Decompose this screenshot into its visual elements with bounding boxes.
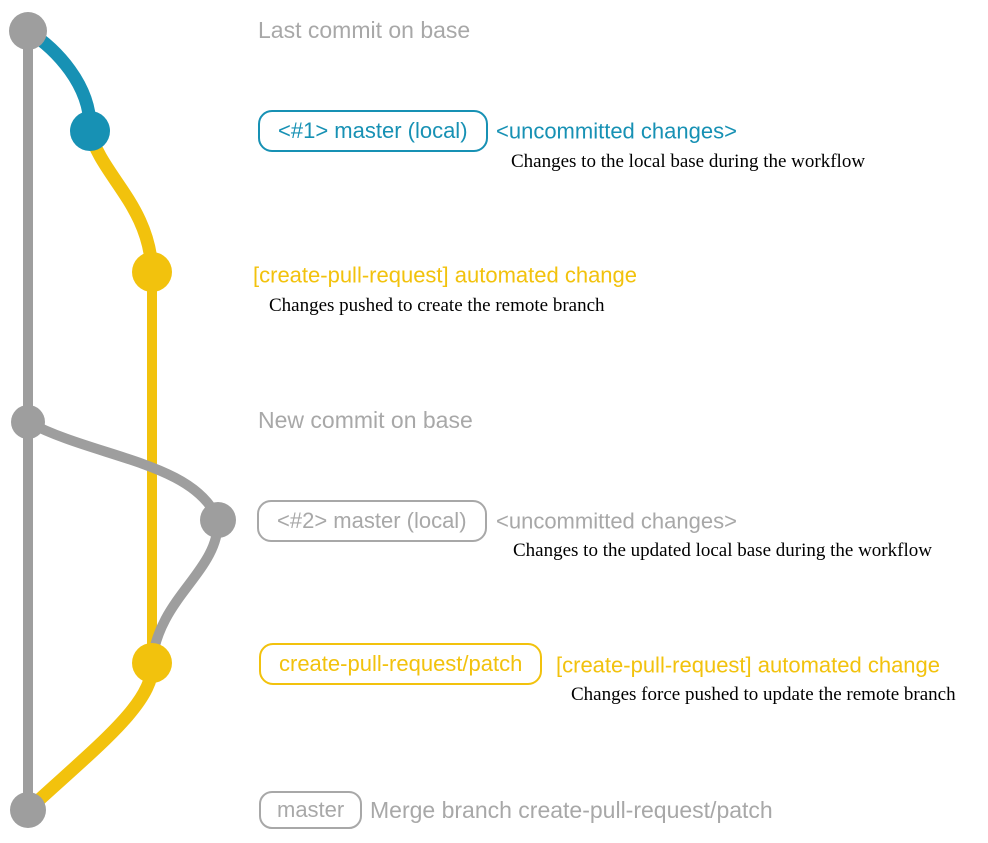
commit-node-uncommitted-1 bbox=[70, 111, 110, 151]
badge-master-local-1: <#1> master (local) bbox=[258, 110, 488, 152]
head2-to-patch-curve bbox=[147, 515, 224, 668]
last-commit-label: Last commit on base bbox=[258, 16, 471, 43]
automated-change-1-heading: [create-pull-request] automated change bbox=[253, 262, 638, 288]
base-to-head2-curve bbox=[23, 417, 223, 525]
commit-node-last-base bbox=[9, 12, 47, 50]
automated-change-2-note: Changes force pushed to update the remot… bbox=[571, 684, 956, 706]
commit-graph bbox=[9, 12, 236, 828]
commit-node-uncommitted-2 bbox=[200, 502, 236, 538]
uncommitted-changes-1-note: Changes to the local base during the wor… bbox=[511, 151, 866, 173]
uncommitted-changes-2-heading: <uncommitted changes> bbox=[496, 508, 737, 534]
uncommitted-changes-1-heading: <uncommitted changes> bbox=[496, 118, 737, 144]
commit-node-new-base bbox=[11, 405, 45, 439]
patch-branch-curve-1 bbox=[83, 124, 159, 279]
commit-node-merge bbox=[10, 792, 46, 828]
badge-master-local-2: <#2> master (local) bbox=[257, 500, 487, 542]
badge-patch-branch: create-pull-request/patch bbox=[259, 643, 543, 685]
new-commit-label: New commit on base bbox=[258, 406, 473, 433]
patch-merge-curve bbox=[21, 656, 159, 817]
uncommitted-changes-2-note: Changes to the updated local base during… bbox=[513, 540, 932, 562]
badge-master-final: master bbox=[259, 791, 363, 829]
commit-node-automated-1 bbox=[132, 252, 172, 292]
automated-change-1-note: Changes pushed to create the remote bran… bbox=[269, 295, 605, 317]
commit-node-automated-2 bbox=[132, 643, 172, 683]
merge-branch-label: Merge branch create-pull-request/patch bbox=[370, 796, 773, 823]
automated-change-2-heading: [create-pull-request] automated change bbox=[556, 652, 941, 678]
